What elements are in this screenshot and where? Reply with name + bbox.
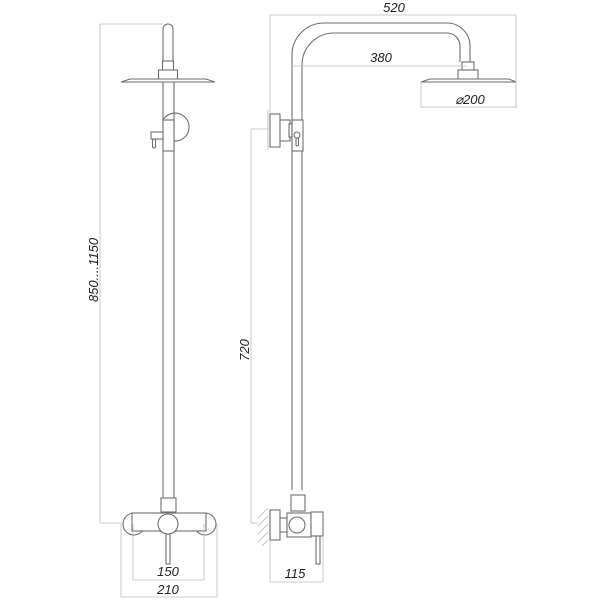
front-height-label: 850....1150 <box>86 237 101 302</box>
front-mixer-lever <box>165 533 171 565</box>
mixer-width-label: 210 <box>156 582 179 597</box>
mixer-height-label: 720 <box>237 338 252 360</box>
side-wall-hatch <box>257 507 269 547</box>
side-mixer-lever <box>315 535 321 565</box>
front-diverter-body <box>162 119 175 152</box>
side-view: 520 380 ⌀200 720 115 <box>237 0 517 583</box>
front-mixer-neck <box>160 497 177 513</box>
side-wall-flange-top <box>269 113 281 148</box>
side-shower-head <box>420 78 517 83</box>
front-diverter-plate <box>162 112 190 142</box>
side-mixer-cartridge <box>288 516 306 534</box>
head-diameter-label: ⌀200 <box>455 92 485 107</box>
arm-total-label: 520 <box>383 0 405 15</box>
front-mixer-cartridge <box>157 513 179 535</box>
side-mixer-handle-base <box>310 511 324 537</box>
front-diverter-knob <box>150 131 164 140</box>
wall-projection-label: 115 <box>285 566 306 581</box>
side-diverter-lever <box>295 137 300 147</box>
side-diverter-body <box>291 119 304 152</box>
side-mixer-neck <box>290 494 306 512</box>
side-arm-inner <box>301 32 461 490</box>
side-arm-outer <box>291 22 471 490</box>
side-wall-eccentric <box>279 517 288 533</box>
front-view: 850....1150 150 210 <box>86 23 218 598</box>
arm-reach-label: 380 <box>370 50 392 65</box>
front-riser-top <box>162 23 174 61</box>
front-shower-head <box>120 78 216 83</box>
side-wall-flange-bottom <box>269 509 281 541</box>
inlet-spacing-label: 150 <box>157 564 179 579</box>
front-diverter-lever <box>151 138 157 149</box>
